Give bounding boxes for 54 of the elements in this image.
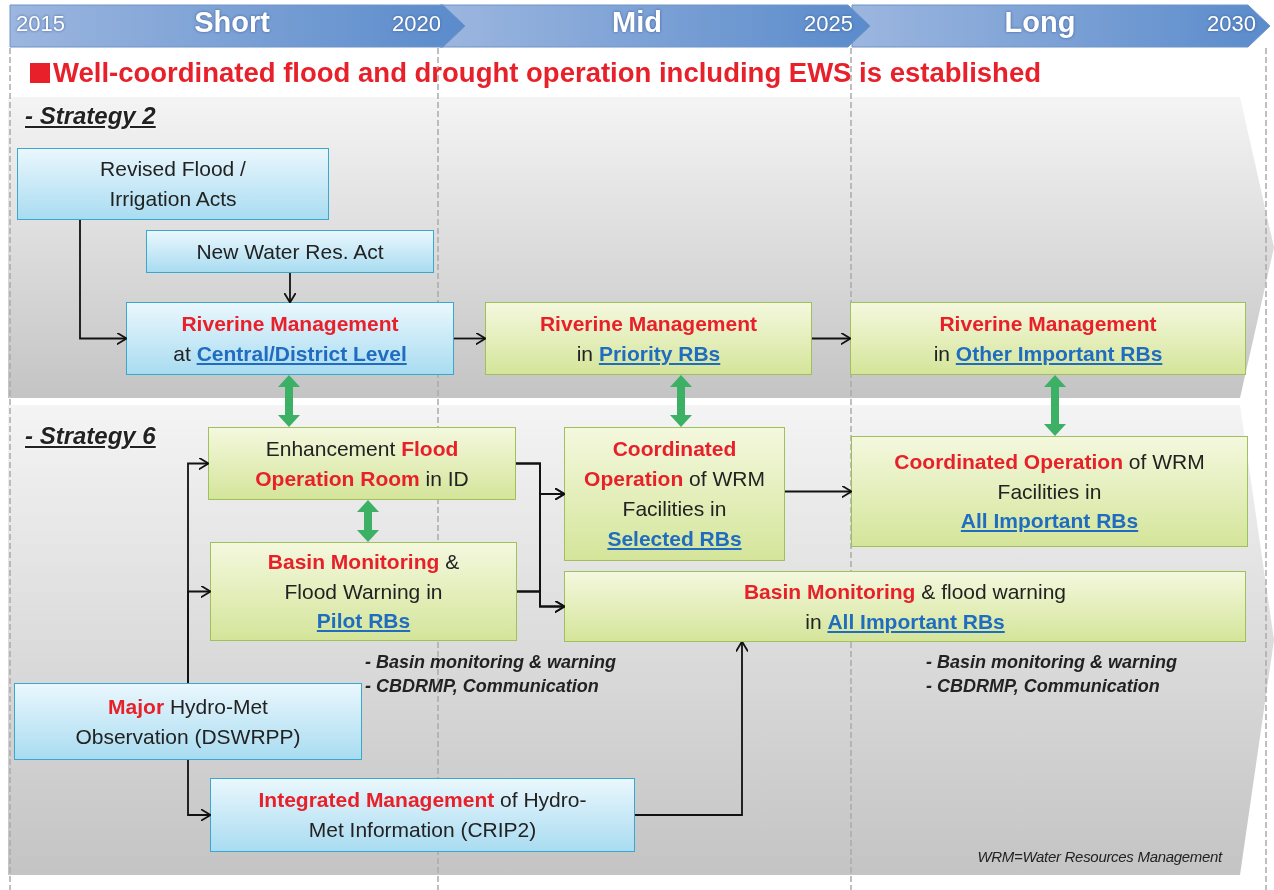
step-box: [851, 436, 1248, 547]
double-arrow: [278, 375, 300, 427]
year-label: 2015: [16, 11, 65, 37]
strategy-heading: - Strategy 2: [25, 102, 156, 130]
step-text: Revised Flood / Irrigation Acts: [99, 156, 247, 212]
period-label: Long: [1004, 6, 1076, 39]
step-text: Coordinated Operation of WRM Facilities in Selected RBs: [583, 436, 766, 552]
step-box: [17, 148, 329, 220]
arrow: [187, 759, 212, 822]
year-label: 2025: [804, 11, 853, 37]
strategy-heading: - Strategy 6: [25, 422, 156, 450]
note-text: - CBDRMP, Communication: [365, 676, 599, 697]
step-text: Enhancement Flood Operation Room in ID: [254, 435, 470, 492]
step-box: [485, 302, 812, 375]
period-label: Mid: [612, 6, 662, 39]
year-label: 2030: [1207, 11, 1256, 37]
double-arrow: [1044, 375, 1066, 436]
arrow: [516, 590, 566, 614]
arrow: [187, 584, 212, 684]
step-text: Riverine Management in Other Important RBs: [933, 310, 1163, 367]
step-text: Riverine Management at Central/District Level: [173, 310, 407, 367]
step-text: Major Hydro-Met Observation (DSWRPP): [74, 693, 302, 750]
arrow: [811, 331, 852, 346]
strategy-band: [8, 405, 1274, 875]
step-box: [850, 302, 1246, 375]
arrow: [79, 219, 128, 346]
step-box: [146, 230, 434, 273]
note-text: - Basin monitoring & warning: [926, 652, 1177, 673]
step-text: Basin Monitoring & Flood Warning in Pilot RBs: [266, 548, 461, 635]
footnote: WRM=Water Resources Management: [977, 848, 1222, 865]
step-box: [564, 427, 785, 561]
step-text: Integrated Management of Hydro-Met Information (CRIP2): [257, 787, 588, 843]
step-text: Coordinated Operation of WRM Facilities in All Important RBs: [893, 448, 1206, 535]
strategy-band: [8, 97, 1274, 398]
double-arrow: [357, 500, 379, 542]
note-text: - CBDRMP, Communication: [926, 676, 1160, 697]
period-label: Short: [194, 6, 270, 39]
note-text: - Basin monitoring & warning: [365, 652, 616, 673]
step-box: [126, 302, 454, 375]
step-text: New Water Res. Act: [196, 238, 384, 265]
arrow: [453, 331, 487, 346]
step-box: [208, 427, 516, 500]
arrow: [283, 272, 297, 304]
step-text: Riverine Management in Priority RBs: [539, 310, 758, 367]
step-box: [210, 542, 517, 641]
arrow: [634, 640, 749, 816]
double-arrow: [670, 375, 692, 427]
step-box: [14, 683, 362, 760]
step-text: Basin Monitoring & flood warning in All Important RBs: [742, 578, 1068, 635]
arrow: [784, 484, 853, 499]
title: Well-coordinated flood and drought operation including EWS is established: [53, 57, 1041, 89]
year-label: 2020: [392, 11, 441, 37]
step-box: [564, 571, 1246, 642]
step-box: [210, 778, 635, 852]
